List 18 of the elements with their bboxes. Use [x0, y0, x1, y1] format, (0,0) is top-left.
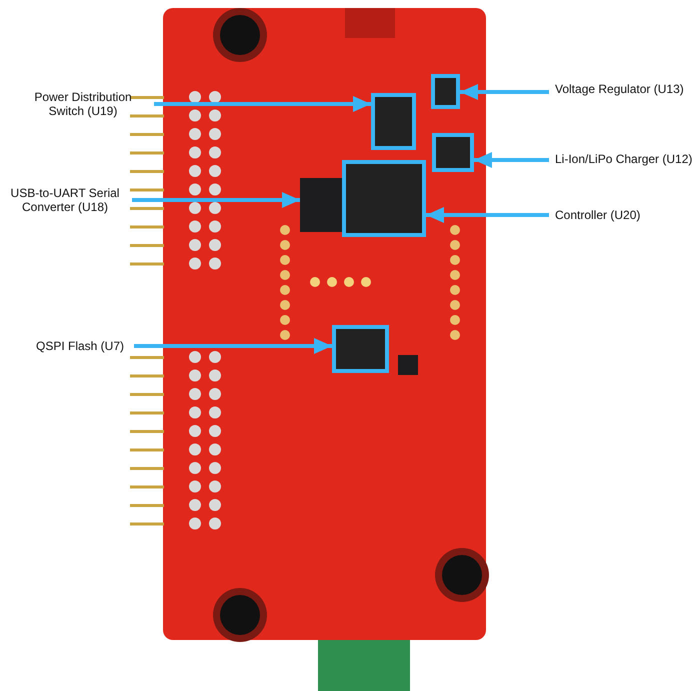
- highlighted-chip: [342, 160, 426, 237]
- highlighted-chip: [431, 74, 460, 109]
- callout-label: Controller (U20): [555, 208, 640, 222]
- arrow: [460, 84, 549, 100]
- highlighted-chip: [332, 325, 389, 373]
- callout-label: Voltage Regulator (U13): [555, 82, 684, 96]
- callout-label: QSPI Flash (U7): [36, 339, 124, 353]
- arrow: [154, 96, 371, 112]
- arrow: [134, 338, 332, 354]
- callout-label: USB-to-UART Serial Converter (U18): [10, 186, 120, 214]
- arrow: [474, 152, 549, 168]
- callout-label: Li-Ion/LiPo Charger (U12): [555, 152, 692, 166]
- arrow: [426, 207, 549, 223]
- highlighted-chip: [432, 133, 474, 172]
- highlighted-chip: [371, 93, 416, 150]
- chip: [300, 178, 342, 232]
- callout-label: Power Distribution Switch (U19): [33, 90, 133, 118]
- arrow: [132, 192, 300, 208]
